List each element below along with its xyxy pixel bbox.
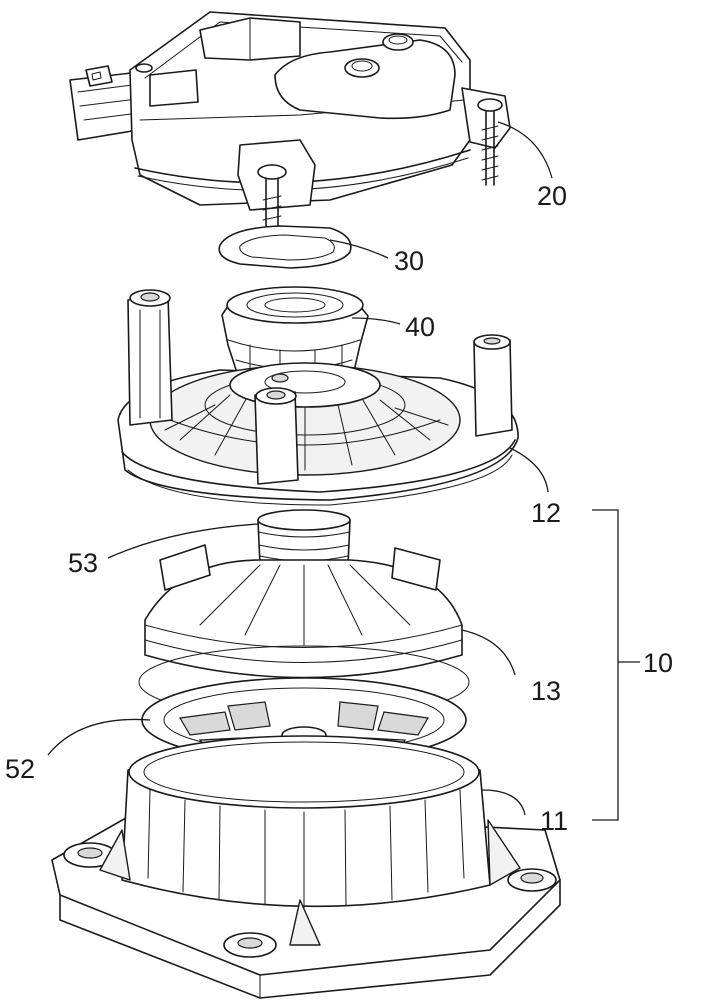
label-12: 12 (531, 498, 561, 528)
label-53: 53 (68, 548, 98, 578)
gasket-30 (219, 226, 351, 268)
label-10: 10 (643, 648, 673, 678)
label-40: 40 (405, 312, 435, 342)
label-52: 52 (5, 754, 35, 784)
label-13: 13 (531, 676, 561, 706)
label-11: 11 (540, 806, 568, 836)
stem-53 (258, 510, 350, 565)
base-housing-11 (52, 736, 560, 998)
label-30: 30 (394, 246, 424, 276)
label-20: 20 (537, 181, 567, 211)
actuator-housing-20 (70, 12, 510, 245)
